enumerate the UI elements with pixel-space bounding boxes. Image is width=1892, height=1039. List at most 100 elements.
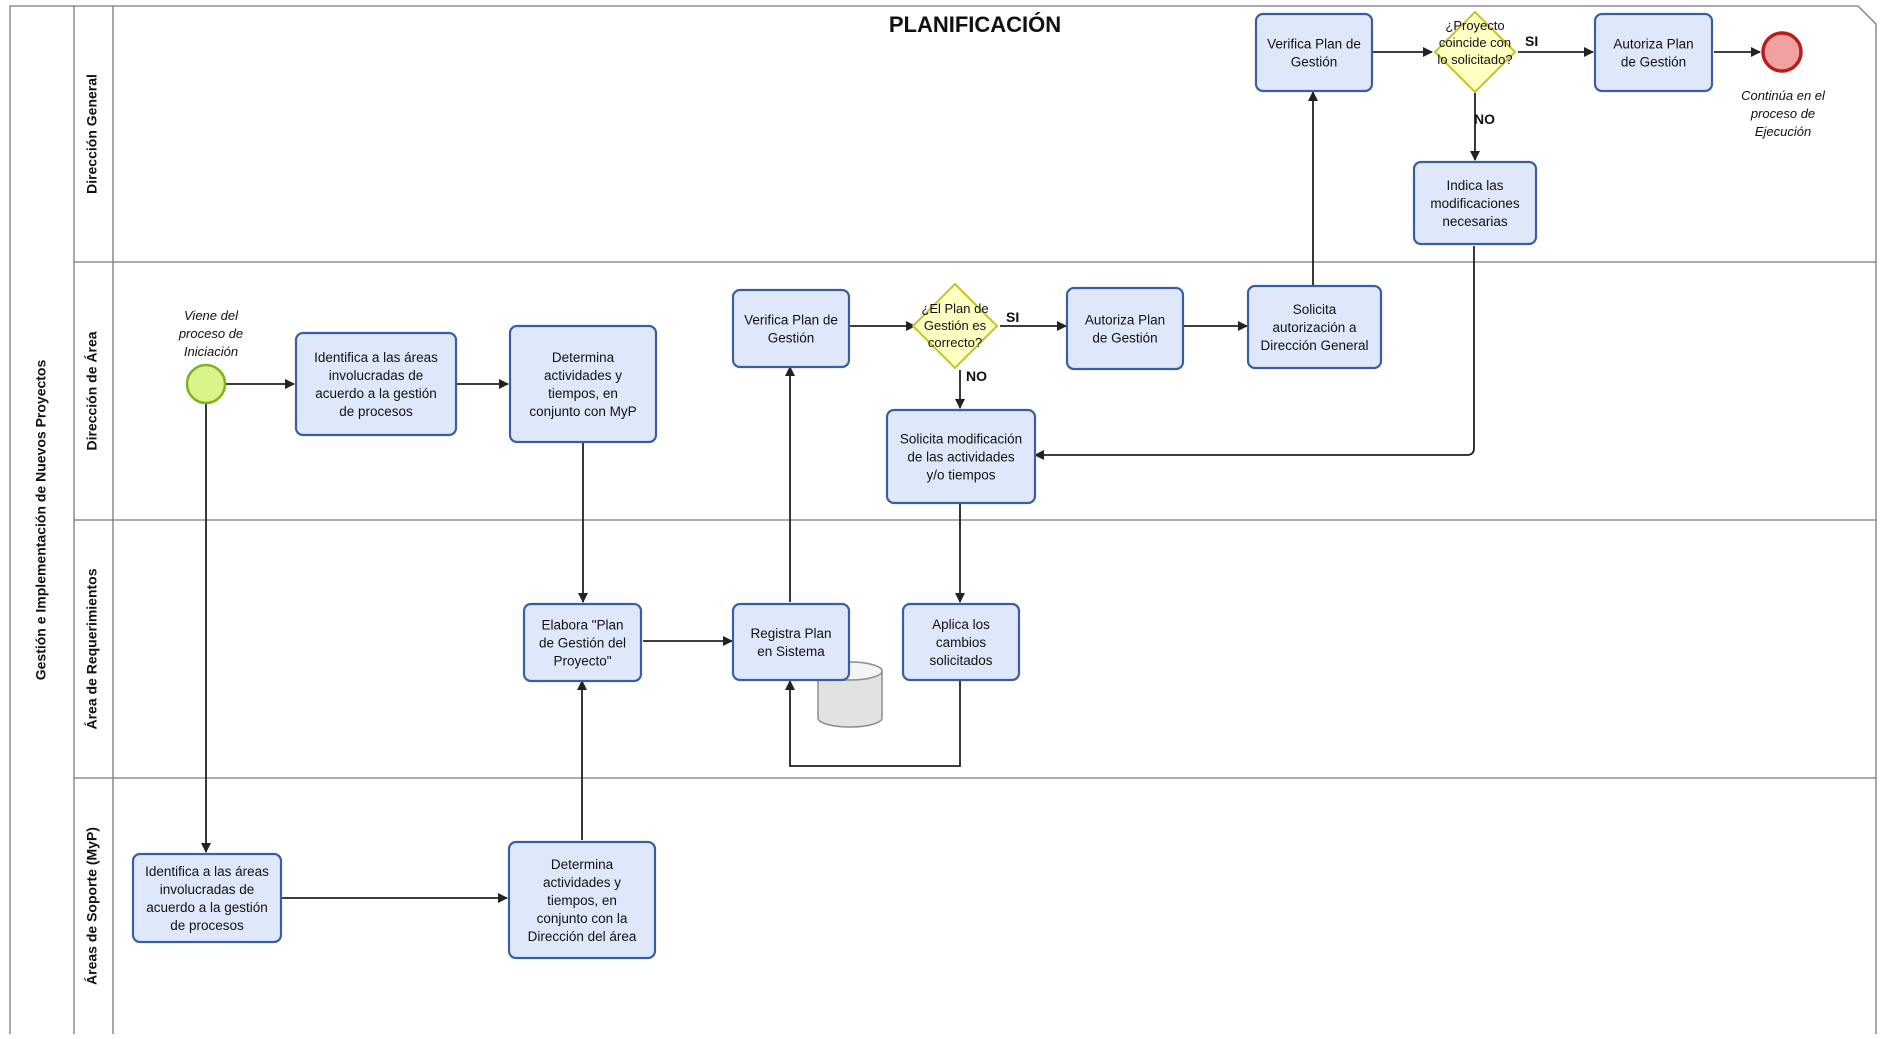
lane-title-direccion-general: Dirección General: [84, 74, 100, 194]
svg-text:Continúa en el: Continúa en el: [1741, 88, 1826, 103]
task-da-verifica[interactable]: Verifica Plan de Gestión: [731, 288, 851, 369]
task-da-solicita-aut[interactable]: Solicita autorización a Dirección General: [1246, 284, 1383, 370]
gateway-dg[interactable]: ¿Proyecto coincide con lo solicitado?: [1433, 10, 1517, 94]
task-dg-autoriza[interactable]: Autoriza Plan de Gestión: [1593, 12, 1714, 93]
task-label-line: acuerdo a la gestión: [315, 386, 437, 401]
task-label-line: conjunto con la: [537, 911, 628, 926]
lane-title-direccion-area: Dirección de Área: [84, 331, 100, 450]
pool-frame: [9, 5, 1877, 1034]
task-label-line: Solicita: [1293, 302, 1337, 317]
task-label-line: modificaciones: [1430, 196, 1520, 211]
task-label-line: Autoriza Plan: [1613, 37, 1693, 52]
task-dg-verifica[interactable]: Verifica Plan de Gestión: [1254, 12, 1374, 93]
task-label-line: involucradas de: [329, 368, 424, 383]
task-label-line: involucradas de: [160, 882, 255, 897]
task-box[interactable]: [131, 852, 283, 944]
task-label-line: Indica las: [1446, 178, 1503, 193]
task-box[interactable]: [1593, 12, 1714, 93]
task-label-line: actividades y: [544, 368, 622, 383]
gateway-label-line: Gestión es: [924, 318, 987, 333]
task-label-line: Dirección del área: [528, 929, 637, 944]
gateway-label-line: correcto?: [928, 335, 982, 350]
svg-text:proceso de: proceso de: [178, 326, 243, 341]
task-label-line: de procesos: [339, 404, 413, 419]
task-da-identifica[interactable]: Identifica a las áreas involucradas de acu…: [294, 331, 458, 437]
task-label-line: Solicita modificación: [900, 432, 1022, 447]
task-label-line: de Gestión del: [539, 636, 626, 651]
sequence-flows: [201, 47, 1761, 903]
task-box[interactable]: [1246, 284, 1383, 370]
task-label-line: solicitados: [929, 653, 992, 668]
task-label-line: de Gestión: [1092, 331, 1157, 346]
task-label-line: Gestión: [1291, 55, 1338, 70]
task-label-line: de las actividades: [907, 450, 1015, 465]
task-label-line: Dirección General: [1260, 338, 1368, 353]
start-event[interactable]: [185, 363, 227, 405]
gateway-label-line: lo solicitado?: [1437, 52, 1512, 67]
gateway-label-line: ¿Proyecto: [1445, 18, 1504, 33]
task-label-line: Autoriza Plan: [1085, 313, 1165, 328]
task-label-line: Verifica Plan de: [744, 313, 838, 328]
task-label-line: actividades y: [543, 875, 621, 890]
svg-text:proceso de: proceso de: [1750, 106, 1815, 121]
task-label-line: Identifica a las áreas: [145, 864, 269, 879]
task-label-line: Aplica los: [932, 617, 990, 632]
task-box[interactable]: [1065, 286, 1185, 371]
task-box[interactable]: [901, 602, 1021, 682]
task-label-line: en Sistema: [757, 644, 825, 659]
task-box[interactable]: [508, 324, 658, 444]
task-ar-aplica[interactable]: Aplica los cambios solicitados: [901, 602, 1021, 682]
task-da-solicita-mod[interactable]: Solicita modificación de las actividades y…: [885, 408, 1037, 505]
task-label-line: y/o tiempos: [926, 468, 995, 483]
gateway-label-line: coincide con: [1439, 35, 1511, 50]
end-event[interactable]: [1761, 31, 1803, 73]
task-label-line: Determina: [551, 857, 614, 872]
pool-title: Gestión e Implementación de Nuevos Proye…: [33, 360, 49, 681]
task-box[interactable]: [1412, 160, 1538, 246]
task-ar-registra[interactable]: Registra Plan en Sistema: [731, 602, 851, 682]
task-box[interactable]: [507, 840, 657, 960]
task-label-line: autorización a: [1272, 320, 1357, 335]
svg-text:Iniciación: Iniciación: [184, 344, 238, 359]
task-box[interactable]: [522, 602, 643, 683]
task-box[interactable]: [731, 602, 851, 682]
lane-title-areas-soporte: Áreas de Soporte (MyP): [84, 827, 100, 985]
task-label-line: Determina: [552, 350, 615, 365]
gateway-diamond[interactable]: [1433, 10, 1517, 94]
svg-text:Ejecución: Ejecución: [1755, 124, 1811, 139]
task-dg-indica[interactable]: Indica las modificaciones necesarias: [1412, 160, 1538, 246]
task-label-line: Gestión: [768, 331, 815, 346]
flow-label-da-yes: SI: [1006, 309, 1019, 325]
flow-label-dg-yes: SI: [1525, 33, 1538, 49]
task-label-line: Registra Plan: [750, 626, 831, 641]
task-as-determina[interactable]: Determina actividades y tiempos, en conjunt…: [507, 840, 657, 960]
task-box[interactable]: [294, 331, 458, 437]
task-box[interactable]: [1254, 12, 1374, 93]
diagram-title: PLANIFICACIÓN: [889, 12, 1061, 37]
task-label-line: cambios: [936, 635, 987, 650]
end-note: Continúa en el proceso de Ejecución: [1741, 88, 1826, 139]
gateway-diamond[interactable]: [911, 282, 999, 370]
task-box[interactable]: [731, 288, 851, 369]
task-label-line: Elabora "Plan: [541, 618, 623, 633]
task-da-autoriza[interactable]: Autoriza Plan de Gestión: [1065, 286, 1185, 371]
task-label-line: Proyecto": [553, 654, 611, 669]
task-label-line: tiempos, en: [548, 386, 618, 401]
task-box[interactable]: [885, 408, 1037, 505]
task-label-line: de procesos: [170, 918, 244, 933]
flow-label-dg-no: NO: [1474, 111, 1495, 127]
task-label-line: Identifica a las áreas: [314, 350, 438, 365]
task-label-line: Verifica Plan de: [1267, 37, 1361, 52]
task-label-line: de Gestión: [1621, 55, 1686, 70]
task-label-line: necesarias: [1442, 214, 1508, 229]
svg-text:Viene del: Viene del: [184, 308, 239, 323]
flow-label-da-no: NO: [966, 368, 987, 384]
task-label-line: tiempos, en: [547, 893, 617, 908]
